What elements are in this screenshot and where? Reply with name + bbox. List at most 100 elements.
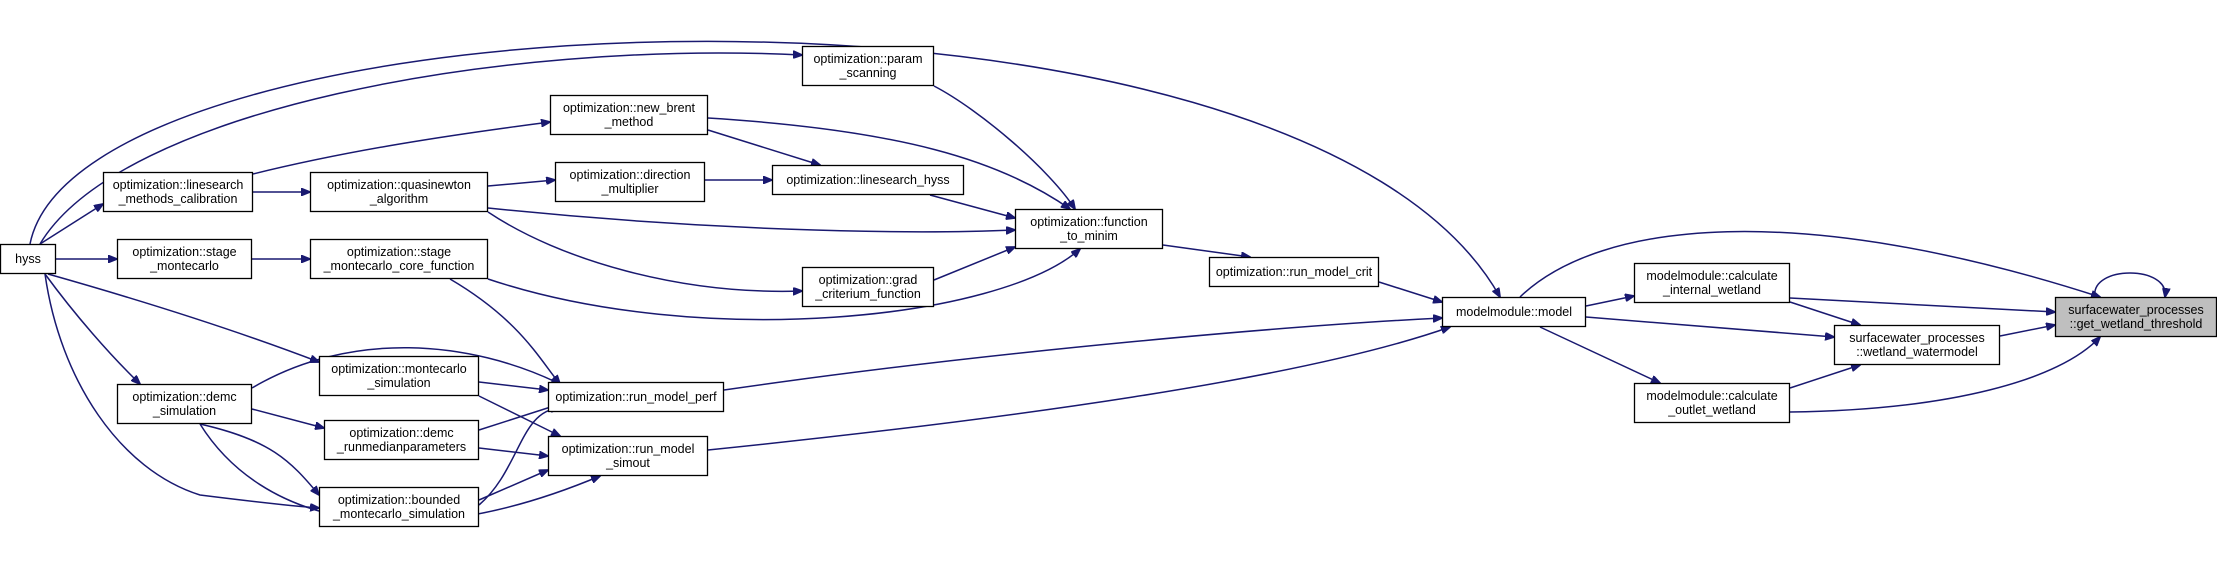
node-box (116, 238, 253, 280)
node-label: _montecarlo_core_function (323, 259, 475, 273)
node-box (318, 486, 480, 528)
node-grad[interactable]: optimization::grad_criterium_function (801, 266, 935, 308)
edge-demc_runmed-to-run_perf (478, 404, 560, 431)
edge-line (487, 249, 1080, 321)
edge-line (1789, 365, 1860, 389)
node-label: _simulation (152, 404, 216, 418)
node-box (547, 435, 709, 477)
node-label: ::wetland_watermodel (1856, 345, 1978, 359)
node-label: _simout (605, 456, 650, 470)
node-box (801, 266, 935, 308)
node-get-threshold[interactable]: surfacewater_processes::get_wetland_thre… (2054, 296, 2217, 338)
node-demc-sim[interactable]: optimization::demc_simulation (116, 383, 253, 425)
edge-new_brent-to-ls_hyss (707, 129, 820, 165)
edge-line (1585, 316, 1834, 337)
node-direction[interactable]: optimization::direction_multiplier (554, 161, 706, 203)
edge-ls_calib-to-new_brent (252, 122, 550, 175)
node-box (323, 419, 480, 461)
edge-quasinewton-to-direction (487, 180, 555, 187)
node-mc-sim[interactable]: optimization::montecarlo_simulation (318, 355, 480, 397)
node-ls-calib[interactable]: optimization::linesearch_methods_calibra… (102, 171, 254, 213)
edge-model-to-get_threshold (1519, 230, 2100, 297)
node-bounded-mc[interactable]: optimization::bounded_montecarlo_simulat… (318, 486, 480, 528)
node-label: _multiplier (601, 182, 659, 196)
node-run-perf[interactable]: optimization::run_model_perf (547, 381, 725, 413)
edge-line (252, 122, 550, 175)
edge-demc_runmed-to-run_simout (478, 447, 548, 456)
node-label: optimization::bounded (338, 493, 460, 507)
node-run-simout[interactable]: optimization::run_model_simout (547, 435, 709, 477)
node-label: optimization::quasinewton (327, 178, 471, 192)
edge-line (478, 470, 548, 501)
node-calc-outlet[interactable]: modelmodule::calculate_outlet_wetland (1633, 382, 1791, 424)
node-quasinewton[interactable]: optimization::quasinewton_algorithm (309, 171, 489, 213)
node-new-brent[interactable]: optimization::new_brent_method (549, 94, 709, 136)
node-label: optimization::run_model_crit (1216, 265, 1373, 279)
node-label: optimization::montecarlo (331, 362, 467, 376)
edge-wetland_wm-to-get_threshold (1999, 325, 2055, 337)
node-label: optimization::function (1030, 215, 1147, 229)
edge-run_crit-to-model (1378, 281, 1442, 302)
node-box (102, 171, 254, 213)
edge-hyss-to-model (29, 40, 1500, 297)
node-label: modelmodule::calculate (1646, 269, 1777, 283)
edge-line (1789, 301, 1860, 325)
edge-line (251, 346, 560, 389)
node-label: _outlet_wetland (1667, 403, 1756, 417)
edge-line (707, 327, 1450, 451)
edge-get_threshold-to-get_threshold (2094, 272, 2165, 297)
node-wetland-wm[interactable]: surfacewater_processes::wetland_watermod… (1833, 324, 2001, 366)
node-stage-mc[interactable]: optimization::stage_montecarlo (116, 238, 253, 280)
node-label: optimization::new_brent (563, 101, 696, 115)
node-label: optimization::stage (132, 245, 236, 259)
node-demc-runmed[interactable]: optimization::demc_runmedianparameters (323, 419, 480, 461)
edge-line (487, 180, 555, 187)
node-model[interactable]: modelmodule::model (1441, 296, 1587, 328)
node-ls-hyss[interactable]: optimization::linesearch_hyss (771, 164, 965, 196)
edge-line (478, 447, 548, 456)
edge-param_scan-to-func_minim (933, 85, 1075, 209)
edge-line (47, 273, 319, 362)
edge-line (39, 204, 103, 245)
node-label: _montecarlo (149, 259, 219, 273)
node-box (1014, 208, 1164, 250)
edge-line (487, 207, 1015, 232)
node-label: _to_minim (1059, 229, 1118, 243)
edge-run_perf-to-model (723, 318, 1442, 391)
node-stage-core[interactable]: optimization::stage_montecarlo_core_func… (309, 238, 489, 280)
node-box (1633, 382, 1791, 424)
edge-line (1585, 296, 1634, 307)
edge-run_simout-to-model (707, 327, 1450, 451)
edge-line (929, 194, 1015, 218)
node-label: optimization::run_model (562, 442, 695, 456)
node-box (1633, 262, 1791, 304)
node-box (801, 45, 935, 87)
node-hyss[interactable]: hyss (0, 243, 57, 275)
edge-stage_core-to-run_perf (449, 278, 560, 384)
edge-line (1539, 326, 1660, 383)
edge-line (251, 408, 324, 428)
node-label: optimization::linesearch (113, 178, 244, 192)
node-label: optimization::demc (132, 390, 236, 404)
edge-line (1378, 281, 1442, 302)
node-box (0, 243, 57, 275)
edge-line (1999, 325, 2055, 337)
node-func-minim[interactable]: optimization::function_to_minim (1014, 208, 1164, 250)
node-run-crit[interactable]: optimization::run_model_crit (1208, 256, 1380, 288)
node-label: surfacewater_processes (1849, 331, 1984, 345)
node-calc-internal[interactable]: modelmodule::calculate_internal_wetland (1633, 262, 1791, 304)
node-label: _criterium_function (814, 287, 921, 301)
node-label: surfacewater_processes (2068, 303, 2203, 317)
node-label: _algorithm (369, 192, 428, 206)
edge-line (707, 129, 820, 165)
node-box (1441, 296, 1587, 328)
node-label: optimization::direction (570, 168, 691, 182)
edge-model-to-calc_outlet (1539, 326, 1660, 383)
node-label: modelmodule::calculate (1646, 389, 1777, 403)
edge-ls_hyss-to-func_minim (929, 194, 1015, 218)
node-param-scan[interactable]: optimization::param_scanning (801, 45, 935, 87)
node-label: _methods_calibration (118, 192, 238, 206)
node-box (771, 164, 965, 196)
edge-mc_sim-to-run_simout (478, 395, 560, 436)
